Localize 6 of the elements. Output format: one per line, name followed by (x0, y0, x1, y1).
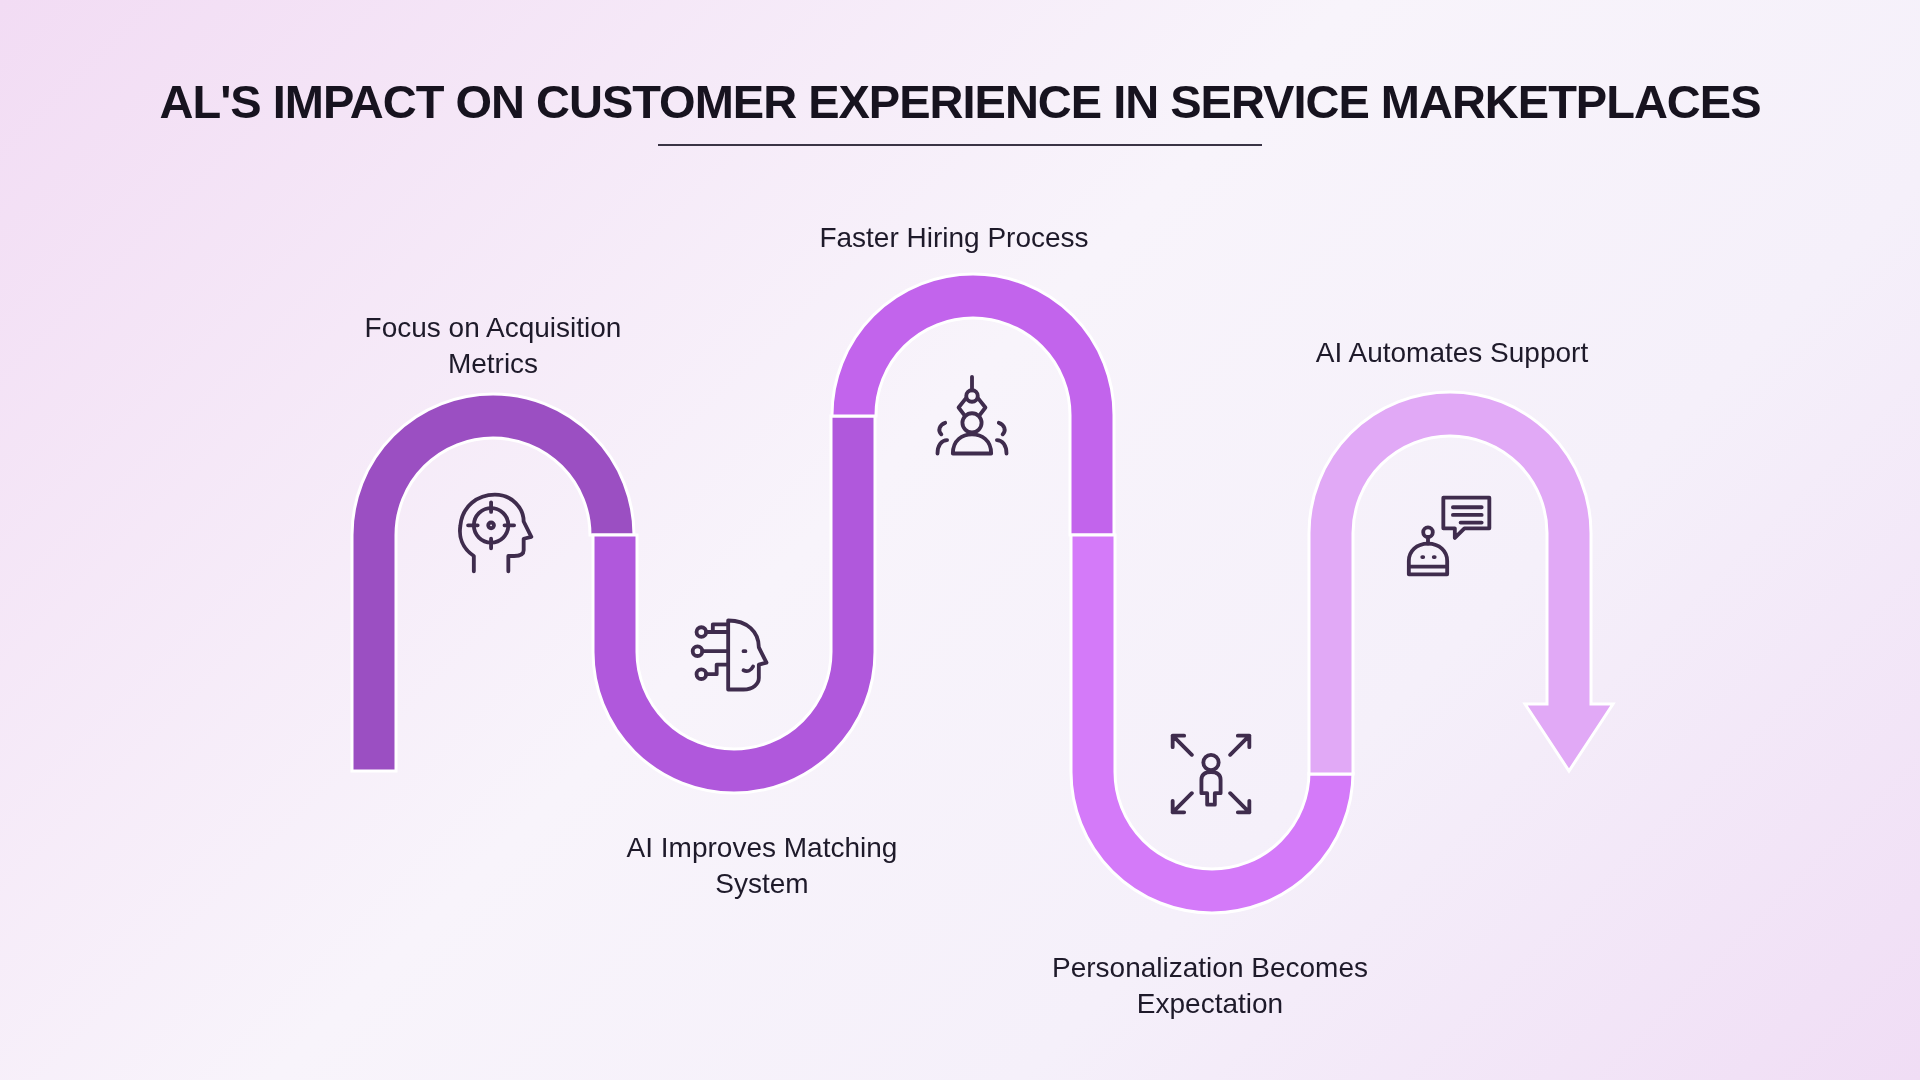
title: AL'S IMPACT ON CUSTOMER EXPERIENCE IN SERVICE MARKETPLACES (158, 74, 1762, 130)
step-label: Faster Hiring Process (818, 221, 1090, 255)
step-label: AI Automates Support (1314, 336, 1590, 370)
step-label: Personalization Becomes Expectation (1051, 951, 1369, 1021)
step-label: AI Improves Matching System (625, 831, 899, 901)
step-label: Focus on Acquisition Metrics (363, 311, 623, 381)
